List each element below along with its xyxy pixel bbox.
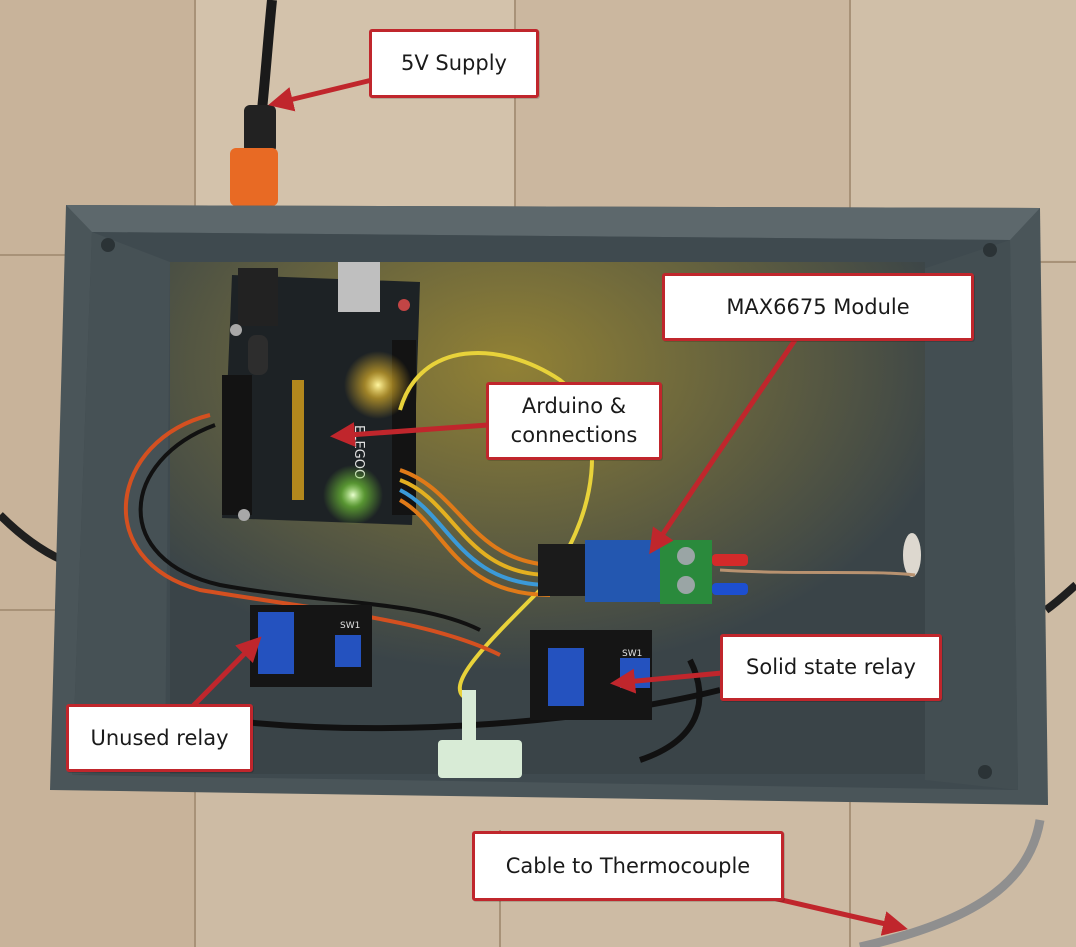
arrows <box>191 77 908 936</box>
arrow-icon <box>268 77 373 112</box>
arrow-icon <box>330 422 489 448</box>
label-unused-relay: Unused relay <box>66 704 253 772</box>
unused-relay-board: SW1 <box>250 605 372 687</box>
max6675-board <box>538 540 748 604</box>
arduino-board: ELEGOO <box>222 262 420 525</box>
thermocouple-cable-outside <box>859 819 1045 947</box>
arrow-icon <box>610 668 723 694</box>
label-thermocouple-cable: Cable to Thermocouple <box>472 831 784 901</box>
arrow-icon <box>191 636 262 708</box>
label-solid-state-relay: Solid state relay <box>720 634 942 701</box>
ssr-board: SW1 <box>530 630 652 720</box>
right-cable-outside <box>1043 581 1076 614</box>
power-cable <box>230 0 278 206</box>
arrow-icon <box>649 338 798 555</box>
arrow-icon <box>759 892 908 936</box>
left-cable-outside <box>0 512 64 564</box>
label-5v-supply: 5V Supply <box>369 29 539 98</box>
label-max6675-module: MAX6675 Module <box>662 273 974 341</box>
ssr-switch-label: SW1 <box>622 649 642 659</box>
cable-tie-mount <box>438 690 522 778</box>
label-arduino-connections: Arduino & connections <box>486 382 662 460</box>
unused-relay-switch-label: SW1 <box>340 621 360 631</box>
